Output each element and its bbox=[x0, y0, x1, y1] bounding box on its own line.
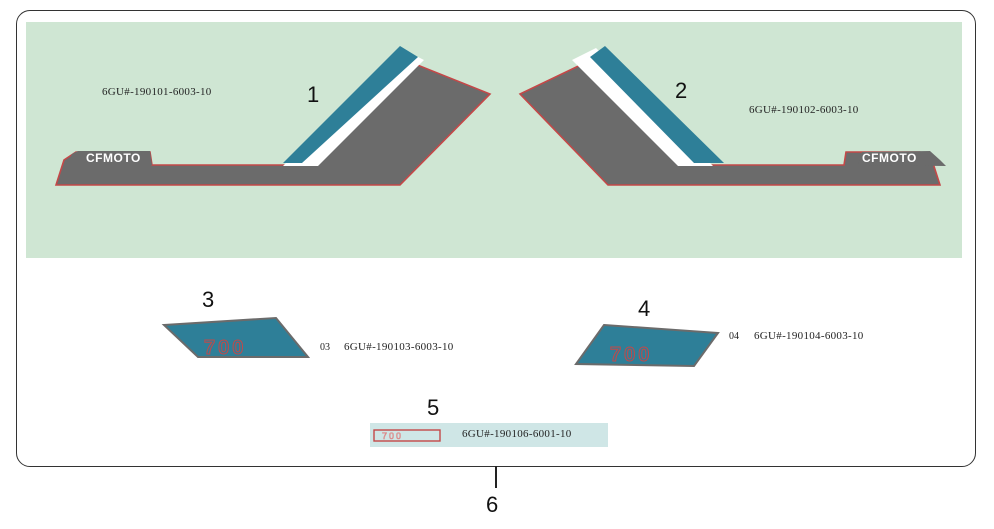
callout-6: 6 bbox=[486, 492, 499, 517]
decal-4-body bbox=[574, 323, 720, 368]
decal-3-digits: 700 bbox=[204, 337, 246, 359]
decal-2-brand-text: CFMOTO bbox=[862, 151, 917, 165]
part-code-3: 6GU#-190103-6003-10 bbox=[344, 341, 454, 353]
callout-5: 5 bbox=[427, 395, 440, 420]
decal-1-teal-stripe bbox=[283, 46, 418, 163]
decal-5-strip[interactable] bbox=[370, 423, 608, 447]
part-code-4: 6GU#-190104-6003-10 bbox=[754, 330, 864, 342]
decal-sheet-background bbox=[26, 22, 962, 258]
decal-2-brand-plate bbox=[858, 151, 946, 166]
callout-1: 1 bbox=[307, 82, 320, 107]
decal-5-outline bbox=[373, 429, 441, 442]
part-code-5: 6GU#-190106-6001-10 bbox=[462, 428, 572, 440]
decal-1[interactable]: CFMOTO bbox=[54, 46, 492, 186]
decal-3[interactable]: 700 bbox=[161, 316, 311, 360]
decal-4[interactable]: 700 bbox=[574, 323, 720, 368]
decal-1-brand-plate bbox=[66, 151, 152, 165]
part-code-1: 6GU#-190101-6003-10 bbox=[102, 86, 212, 98]
decal-3-body bbox=[161, 316, 311, 358]
decal-2[interactable]: CFMOTO bbox=[518, 46, 946, 186]
index-label-03: 03 bbox=[320, 342, 330, 353]
callout-2: 2 bbox=[675, 78, 688, 103]
part-code-2: 6GU#-190102-6003-10 bbox=[749, 104, 859, 116]
decal-2-teal-stripe bbox=[590, 46, 724, 163]
decal-4-digits: 700 bbox=[610, 344, 652, 366]
callout-4: 4 bbox=[638, 296, 651, 321]
callout-6-leader-line bbox=[495, 466, 497, 488]
decal-5-digits: 700 bbox=[382, 431, 403, 441]
decal-1-brand-text: CFMOTO bbox=[86, 151, 141, 165]
callout-3: 3 bbox=[202, 287, 215, 312]
index-label-04: 04 bbox=[729, 331, 739, 342]
